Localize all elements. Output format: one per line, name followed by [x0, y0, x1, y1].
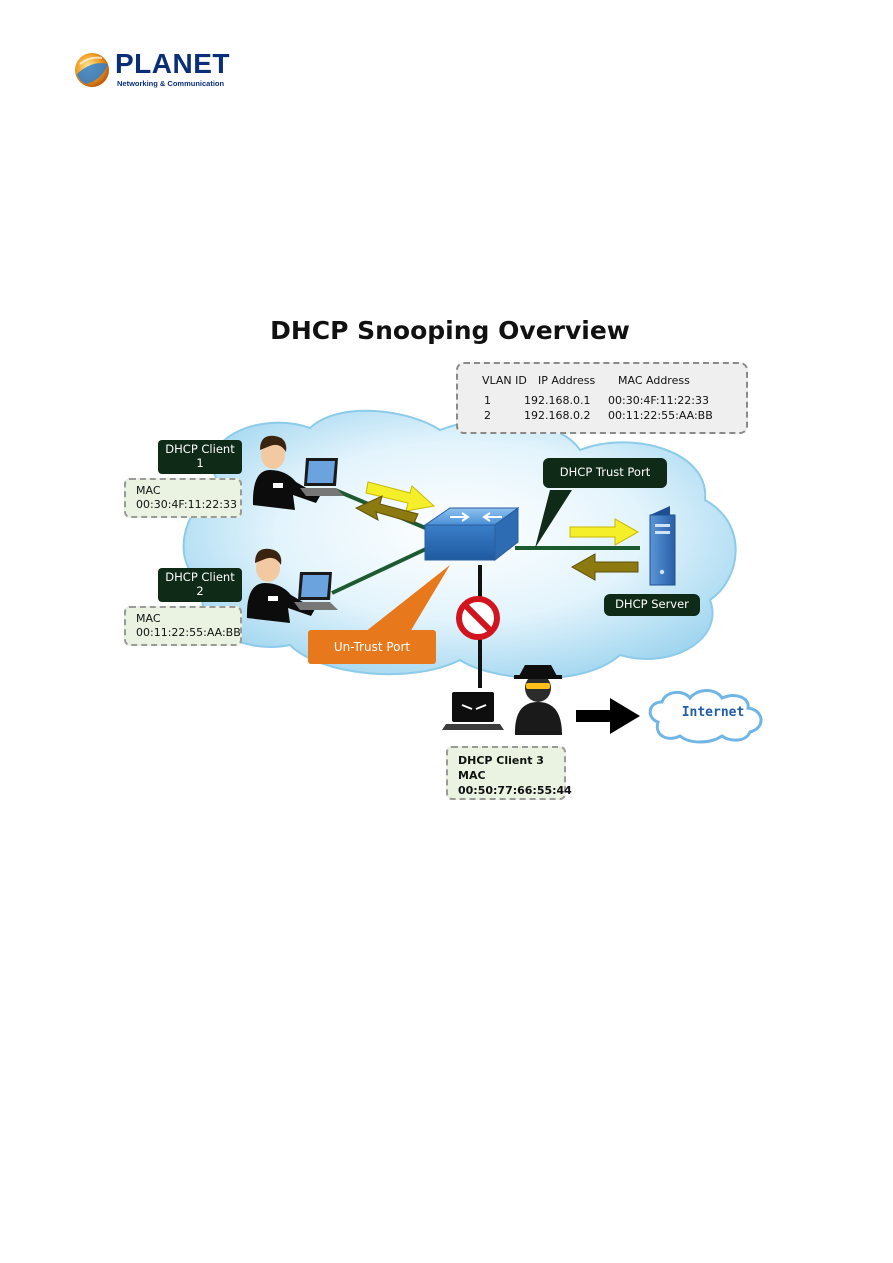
arrow-client1-to-switch — [365, 481, 436, 512]
client2-mac-title: MAC — [136, 612, 161, 625]
switch-icon — [423, 507, 520, 562]
client3-mac-title: MAC — [458, 769, 486, 782]
client2-person-icon — [246, 548, 315, 623]
client1-laptop-icon — [300, 458, 344, 496]
globe-icon — [75, 53, 109, 87]
trust-pointer — [535, 490, 572, 548]
client2-label-line2: 2 — [196, 584, 204, 598]
row1-ip: 192.168.0.1 — [524, 394, 591, 407]
arrow-server-to-switch — [570, 553, 639, 581]
row1-vlan: 1 — [484, 394, 491, 407]
client3-label: DHCP Client 3 — [458, 754, 544, 767]
client2-label: DHCP Client 2 — [158, 568, 242, 602]
arrow-switch-to-server — [569, 518, 640, 546]
untrust-port-label: Un-Trust Port — [308, 630, 436, 664]
client1-label: DHCP Client 1 — [158, 440, 242, 474]
dhcp-snooping-diagram: DHCP Snooping Overview VLAN ID IP Addres… — [110, 310, 790, 810]
server-icon — [649, 506, 676, 586]
diagram-title: DHCP Snooping Overview — [270, 316, 630, 345]
hacker-icon — [514, 665, 562, 735]
client1-mac: 00:30:4F:11:22:33 — [136, 498, 237, 511]
prohibited-icon — [456, 596, 500, 640]
untrust-pointer — [365, 565, 450, 632]
header-ip-address: IP Address — [538, 374, 596, 387]
client1-mac-title: MAC — [136, 484, 161, 497]
client1-person-icon — [252, 435, 320, 510]
arrow-switch-to-client1 — [354, 495, 419, 524]
row2-vlan: 2 — [484, 409, 491, 422]
arrow-to-internet — [576, 698, 640, 734]
client2-mac-box: MAC 00:11:22:55:AA:BB — [124, 606, 242, 646]
client2-label-line1: DHCP Client — [165, 570, 235, 584]
trust-port-label: DHCP Trust Port — [543, 458, 667, 488]
link-client2-switch — [331, 546, 429, 595]
internet-cloud — [648, 689, 763, 744]
rogue-laptop-icon — [442, 692, 504, 730]
row2-mac: 00:11:22:55:AA:BB — [608, 409, 713, 422]
client1-mac-box: MAC 00:30:4F:11:22:33 — [124, 478, 242, 518]
planet-logo: PLANET Networking & Communication — [72, 48, 232, 90]
binding-table: VLAN ID IP Address MAC Address 1 192.168… — [456, 362, 748, 434]
logo-name: PLANET — [115, 48, 230, 79]
client2-laptop-icon — [294, 572, 338, 610]
client3-box: DHCP Client 3 MAC 00:50:77:66:55:44 — [446, 746, 572, 800]
client2-mac: 00:11:22:55:AA:BB — [136, 626, 241, 639]
header-mac-address: MAC Address — [618, 374, 690, 387]
logo-tagline: Networking & Communication — [117, 79, 225, 88]
row1-mac: 00:30:4F:11:22:33 — [608, 394, 709, 407]
client1-label-line1: DHCP Client — [165, 442, 235, 456]
server-label: DHCP Server — [604, 594, 700, 616]
client1-label-line2: 1 — [196, 456, 204, 470]
header-vlan-id: VLAN ID — [482, 374, 527, 387]
internet-label: Internet — [681, 705, 745, 720]
client3-mac: 00:50:77:66:55:44 — [458, 784, 572, 797]
row2-ip: 192.168.0.2 — [524, 409, 591, 422]
